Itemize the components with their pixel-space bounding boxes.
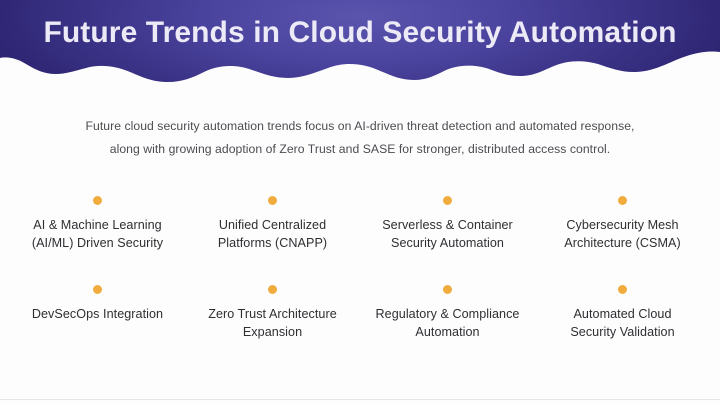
- bullet-dot-icon: [268, 196, 277, 205]
- bullet-dot-icon: [618, 285, 627, 294]
- trend-label: Cybersecurity Mesh Architecture (CSMA): [541, 216, 704, 252]
- trend-label-line-2: Platforms (CNAPP): [217, 236, 328, 250]
- trend-label: Regulatory & Compliance Automation: [366, 305, 529, 341]
- trend-label-line-2: (AI/ML) Driven Security: [31, 236, 164, 250]
- subtitle-paragraph: Future cloud security automation trends …: [60, 115, 660, 161]
- trend-label: Automated Cloud Security Validation: [541, 305, 704, 341]
- trend-label-line-2: Architecture (CSMA): [564, 236, 681, 250]
- trend-label-line-1: Zero Trust Architecture: [208, 307, 337, 321]
- trend-label: Zero Trust Architecture Expansion: [191, 305, 354, 341]
- bullet-dot-icon: [93, 285, 102, 294]
- trend-label-line-2: Security Validation: [570, 325, 675, 339]
- header-banner: Future Trends in Cloud Security Automati…: [0, 0, 720, 92]
- trend-label-line-1: Unified Centralized: [218, 218, 327, 232]
- bullet-dot-icon: [443, 196, 452, 205]
- subtitle-line-2: along with growing adoption of Zero Trus…: [109, 142, 611, 156]
- bullet-dot-icon: [268, 285, 277, 294]
- bottom-divider: [0, 399, 720, 400]
- trend-label: AI & Machine Learning (AI/ML) Driven Sec…: [16, 216, 179, 252]
- trend-item[interactable]: DevSecOps Integration: [10, 285, 185, 341]
- trend-item[interactable]: Unified Centralized Platforms (CNAPP): [185, 196, 360, 252]
- trends-grid: AI & Machine Learning (AI/ML) Driven Sec…: [10, 196, 710, 374]
- trend-item[interactable]: Automated Cloud Security Validation: [535, 285, 710, 341]
- trend-label: Unified Centralized Platforms (CNAPP): [191, 216, 354, 252]
- trend-item[interactable]: Serverless & Container Security Automati…: [360, 196, 535, 252]
- trend-item[interactable]: Regulatory & Compliance Automation: [360, 285, 535, 341]
- trend-label-line-1: DevSecOps Integration: [31, 307, 164, 321]
- trend-label: DevSecOps Integration: [16, 305, 179, 323]
- page-title: Future Trends in Cloud Security Automati…: [43, 16, 677, 49]
- trend-label-line-1: AI & Machine Learning: [33, 218, 162, 232]
- trend-item[interactable]: AI & Machine Learning (AI/ML) Driven Sec…: [10, 196, 185, 252]
- trend-label-line-2: Automation: [415, 325, 480, 339]
- subtitle-line-1: Future cloud security automation trends …: [85, 119, 635, 133]
- trend-label: Serverless & Container Security Automati…: [366, 216, 529, 252]
- trend-item[interactable]: Cybersecurity Mesh Architecture (CSMA): [535, 196, 710, 252]
- trend-label-line-1: Serverless & Container: [382, 218, 513, 232]
- trend-label-line-2: Expansion: [242, 325, 303, 339]
- cloud-edge-decoration: [0, 0, 720, 92]
- trend-label-line-2: Security Automation: [391, 236, 504, 250]
- trend-item[interactable]: Zero Trust Architecture Expansion: [185, 285, 360, 341]
- bullet-dot-icon: [93, 196, 102, 205]
- trend-label-line-1: Automated Cloud: [573, 307, 672, 321]
- bullet-dot-icon: [443, 285, 452, 294]
- trend-label-line-1: Cybersecurity Mesh: [566, 218, 679, 232]
- bullet-dot-icon: [618, 196, 627, 205]
- trend-label-line-1: Regulatory & Compliance: [375, 307, 520, 321]
